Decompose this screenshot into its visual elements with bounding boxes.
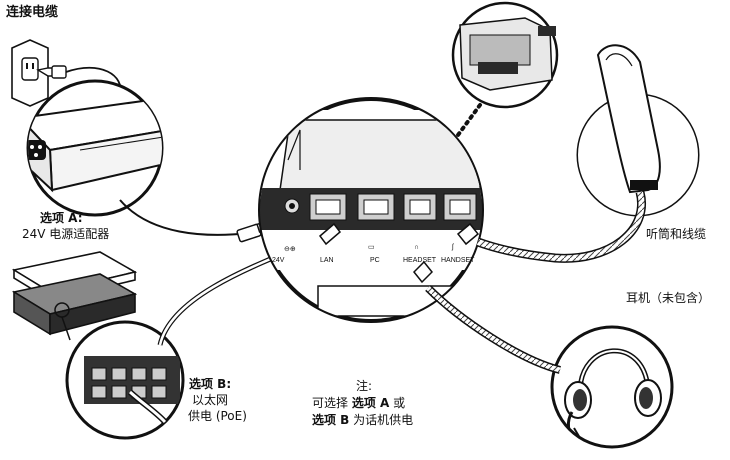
option-a-description: 24V 电源适配器: [22, 227, 110, 241]
port-label-pc: PC: [370, 257, 380, 264]
headset-label: 耳机（未包含）: [626, 291, 711, 305]
port-label-lan: LAN: [320, 257, 334, 264]
option-b-line1: 以太网: [192, 393, 229, 407]
pc-port-icon: ▭: [368, 244, 375, 251]
diagram-title: 连接电缆: [6, 5, 59, 20]
headset-port-icon: ∩: [414, 244, 420, 251]
note-line2-text: 为话机供电: [353, 413, 414, 427]
note-line1-text-c: 或: [393, 396, 406, 410]
note-line1-text-a: 可选择: [312, 396, 349, 410]
port-label-handset: HANDSET: [441, 257, 475, 264]
headset-illustration: [550, 325, 674, 449]
headset-cord: [425, 285, 562, 374]
handset-illustration: [576, 44, 700, 217]
poe-switch-illustration: [11, 251, 138, 341]
port-label-headset: HEADSET: [403, 257, 437, 264]
adapter-cable: [119, 199, 251, 236]
note-line1: 可选择 选项 A 或: [312, 395, 405, 411]
note-line2: 选项 B 为话机供电: [312, 412, 413, 428]
power-port-icon: ⊖⊕: [284, 246, 296, 253]
option-b-title: 选项 B:: [189, 377, 232, 391]
phone-back-panel: [258, 97, 484, 323]
switch-zoom-circle: [65, 320, 185, 440]
option-a-title: 选项 A:: [40, 211, 83, 225]
note-line1-option-a: 选项 A: [351, 396, 390, 410]
power-adapter-illustration: [26, 79, 164, 217]
port-label-power: 24V: [272, 257, 285, 264]
handset-port-icon: ʃ: [452, 244, 454, 251]
handset-cord-label: 听筒和线缆: [646, 227, 707, 241]
note-line2-option-b: 选项 B: [312, 413, 350, 427]
desk-phone-illustration: [451, 1, 559, 109]
zoom-indicator-dots: [456, 103, 482, 137]
option-b-line2: 供电 (PoE): [188, 409, 247, 423]
note-title: 注:: [356, 379, 373, 393]
wall-outlet: [11, 39, 67, 107]
